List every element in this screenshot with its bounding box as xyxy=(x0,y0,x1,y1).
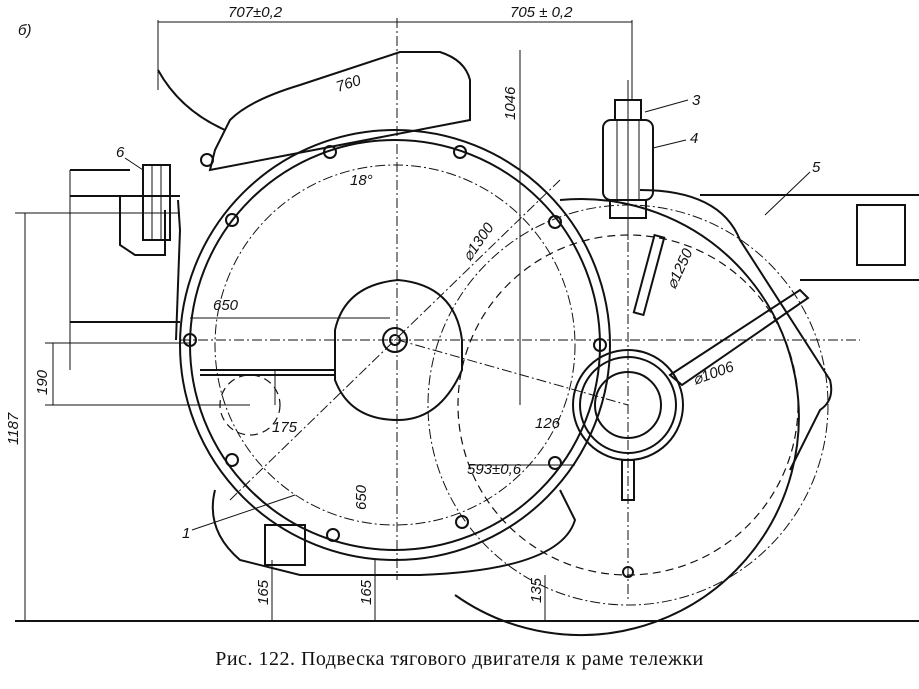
frame-bolt-6 xyxy=(142,164,171,241)
dim-707: 707±0,2 xyxy=(228,4,283,21)
callout-4: 4 xyxy=(690,130,698,147)
dim-175: 175 xyxy=(272,419,298,436)
motor-top-cover xyxy=(208,51,471,172)
callout-1: 1 xyxy=(182,525,190,542)
center-lines xyxy=(157,18,860,600)
dim-593: 593±0,6 xyxy=(467,461,522,478)
dim-190: 190 xyxy=(34,369,51,395)
motor-bolts xyxy=(183,145,607,542)
dim-1046: 1046 xyxy=(502,86,519,120)
callout-5: 5 xyxy=(812,159,821,176)
dim-165-a: 165 xyxy=(255,579,272,605)
traction-motor-1 xyxy=(179,129,611,576)
dim-760: 760 xyxy=(334,72,364,96)
cover-arc xyxy=(157,69,226,131)
dim-135: 135 xyxy=(528,577,545,603)
dim-705: 705 ± 0,2 xyxy=(510,4,573,21)
callout-6: 6 xyxy=(116,144,125,161)
dim-165-b: 165 xyxy=(358,579,375,605)
dim-dia-1250: ⌀1250 xyxy=(663,245,697,291)
figure-caption: Рис. 122. Подвеска тягового двигателя к … xyxy=(215,648,704,670)
figure-letter: б) xyxy=(18,22,31,39)
dim-angle-18: 18° xyxy=(350,172,373,189)
dim-650-horizontal: 650 xyxy=(213,297,239,314)
bogie-frame xyxy=(69,169,919,370)
callout-3: 3 xyxy=(692,92,701,109)
dim-1187: 1187 xyxy=(5,412,22,445)
dim-650-vertical: 650 xyxy=(353,484,370,510)
dimension-lines xyxy=(15,21,632,621)
dim-126: 126 xyxy=(535,415,561,432)
